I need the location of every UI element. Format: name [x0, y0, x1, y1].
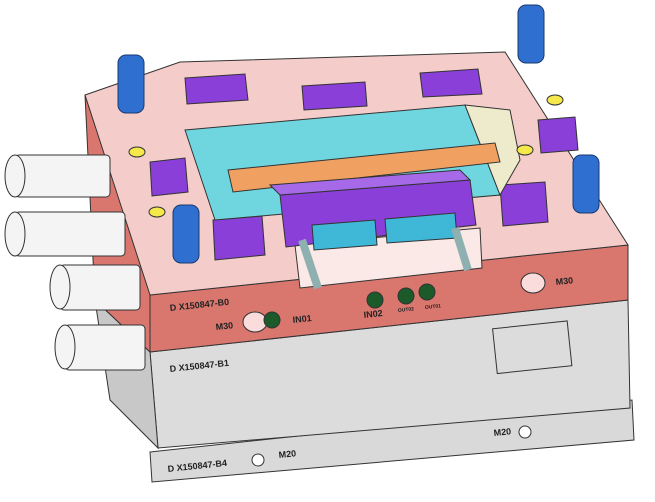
cyan-block-left [311, 219, 378, 251]
out01-label: OUT01 [425, 303, 442, 311]
in01-label: IN01 [292, 313, 312, 325]
orange-bar [227, 142, 501, 193]
blue-guide-posts [117, 4, 600, 264]
m20-right-label: M20 [493, 426, 511, 438]
cooling-cylinders [4, 154, 146, 371]
guide-rod-right [451, 226, 472, 272]
purple-block-top [268, 169, 472, 196]
access-window [492, 320, 573, 375]
m30-left-label: M30 [215, 320, 233, 332]
ports [242, 272, 546, 467]
purple-pads [149, 68, 579, 261]
out02-label: OUT02 [398, 306, 415, 314]
guide-rod-left [298, 238, 322, 290]
m30-right-label: M30 [555, 275, 573, 287]
m20-left-label: M20 [278, 448, 296, 460]
in02-label: IN02 [363, 308, 383, 320]
yellow-markers [128, 94, 564, 218]
